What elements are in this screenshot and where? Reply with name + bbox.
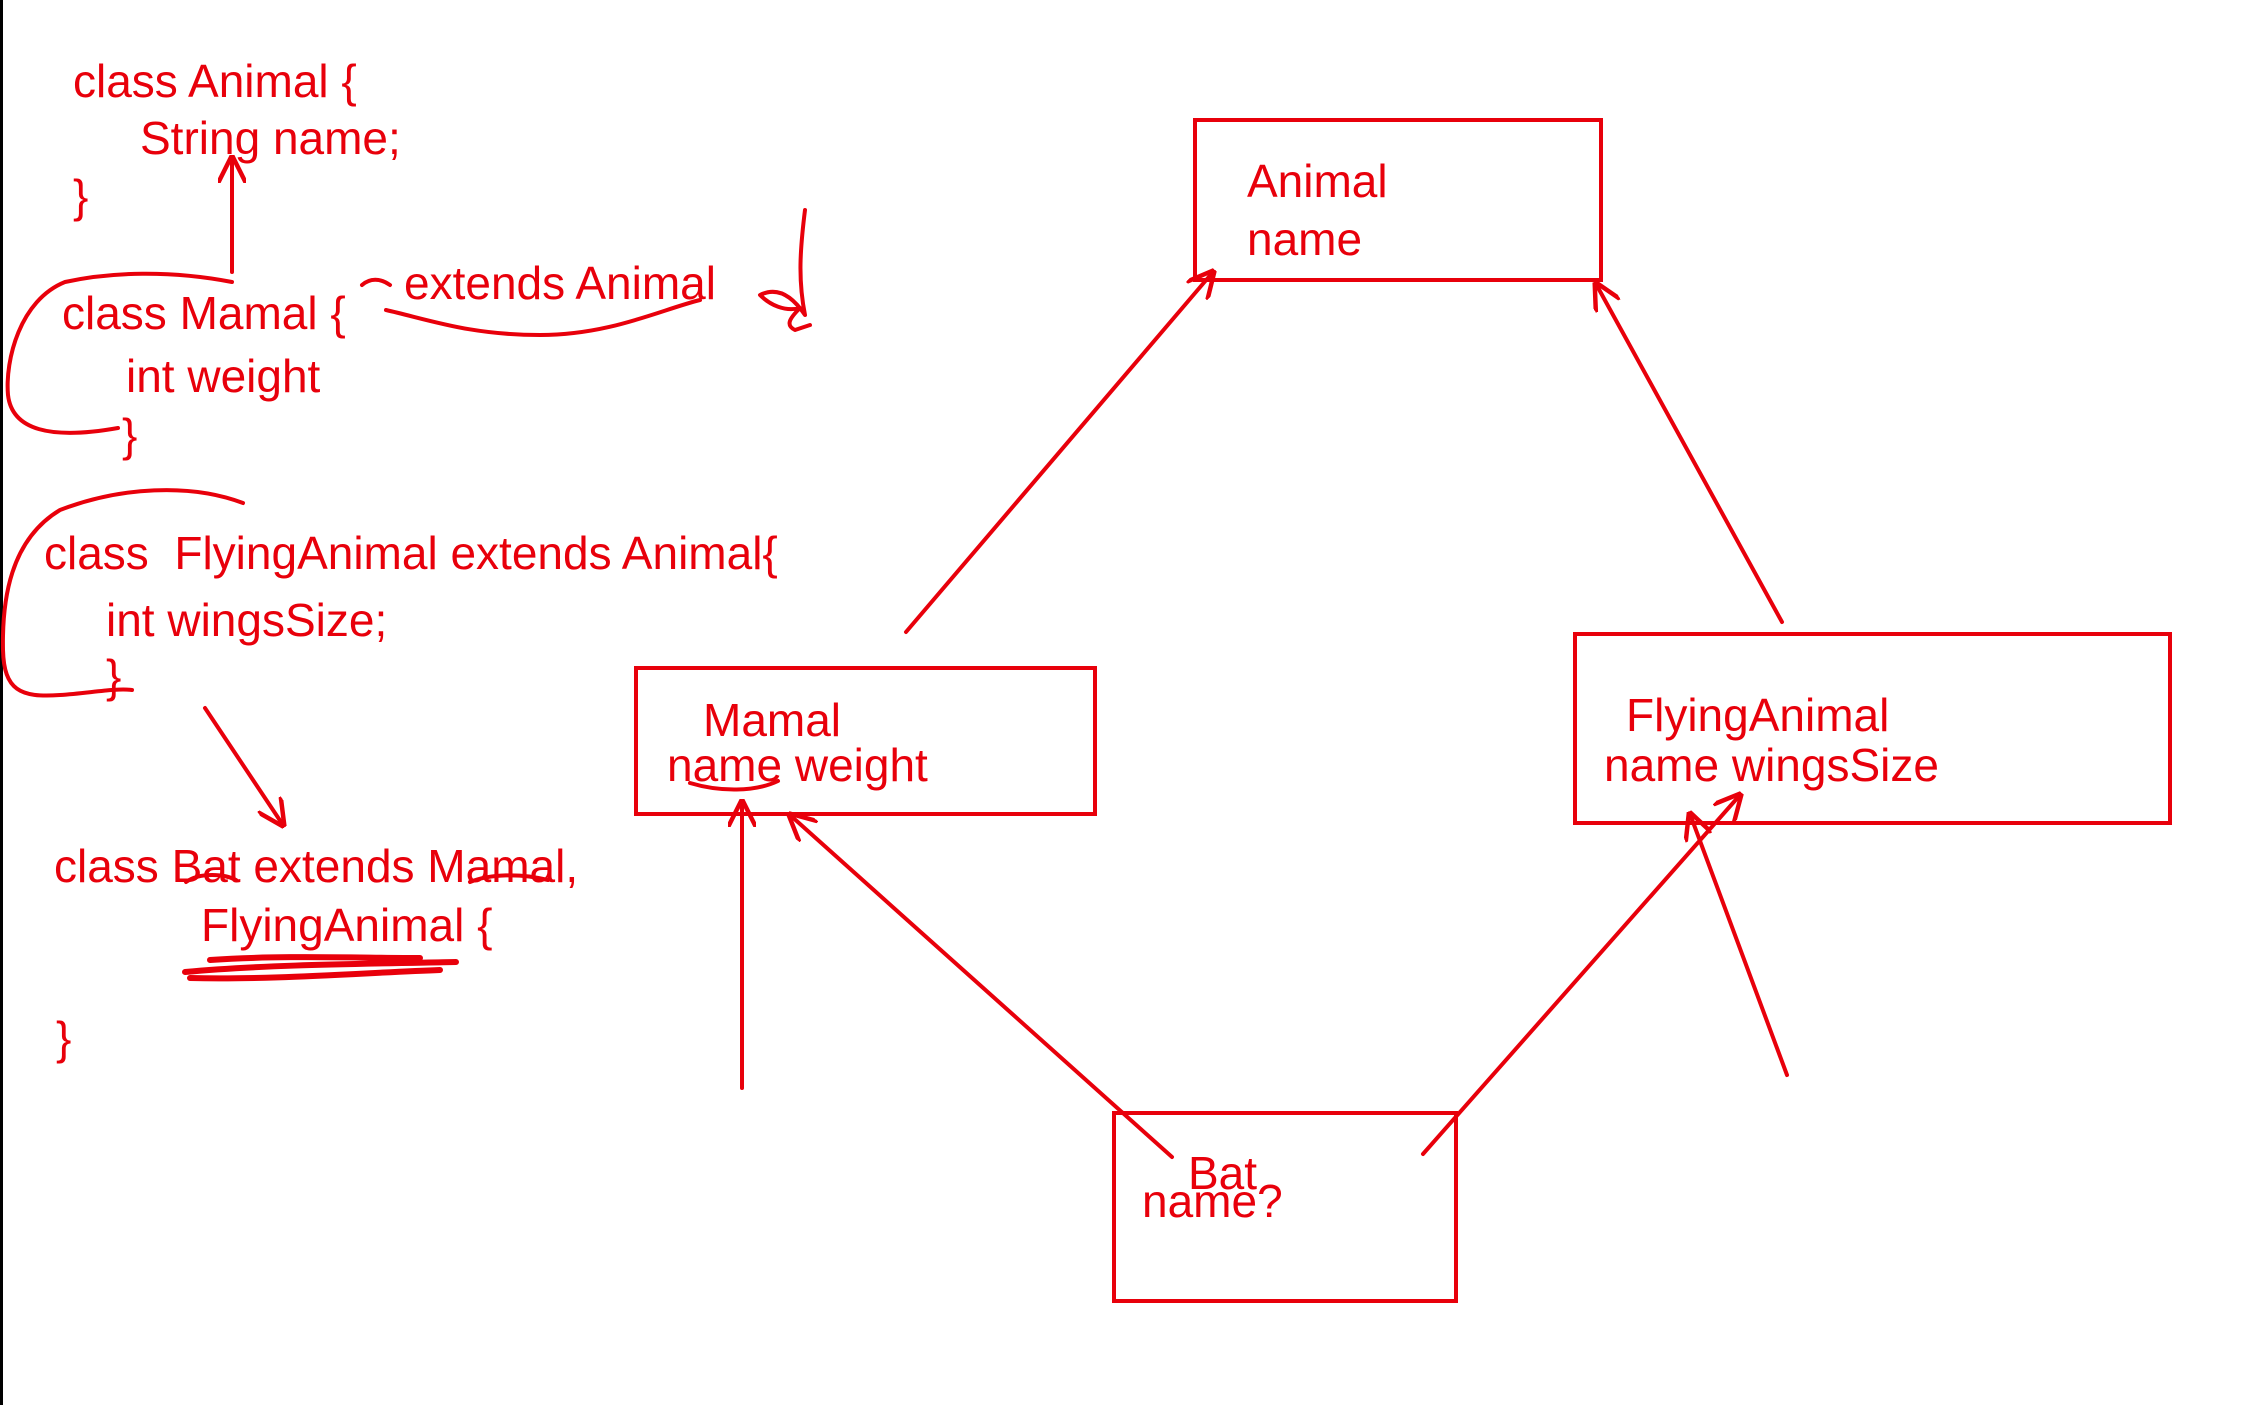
code-mamal-line1: class Mamal { <box>62 287 346 339</box>
mamal-box-fields: name weight <box>667 739 928 791</box>
arrow-up-to-flying <box>1690 814 1789 1077</box>
bat-box-title: Bat <box>1188 1147 1258 1199</box>
flyinganimal-box-title: FlyingAnimal <box>1626 689 1890 741</box>
code-flying-line3: } <box>106 650 122 702</box>
code-bat-line1: class Bat extends Mamal, <box>54 840 579 892</box>
bat-class-box <box>1112 1111 1458 1303</box>
flyinganimal-class-box <box>1573 632 2172 825</box>
code-animal-line1: class Animal { <box>73 55 357 107</box>
mamal-box-title: Mamal <box>703 694 842 746</box>
flyinganimal-scribble-underline <box>182 954 459 982</box>
code-animal-line3: } <box>73 170 89 222</box>
code-mamal-line2: int weight <box>126 350 321 402</box>
code-bat-line2: FlyingAnimal { <box>201 899 493 951</box>
arrow-flying-to-animal <box>1596 284 1784 624</box>
code-mamal-annotation: extends Animal <box>404 257 716 309</box>
code-animal-line2: String name; <box>140 112 401 164</box>
code-flying-line1: class FlyingAnimal extends Animal{ <box>44 527 778 579</box>
code-flying-lasso <box>0 488 245 698</box>
animal-class-box <box>1193 118 1603 282</box>
flyinganimal-box-fields: name wingsSize <box>1604 739 1939 791</box>
code-mamal-line3: } <box>122 409 138 461</box>
animal-box-field: name <box>1247 213 1363 265</box>
code-brace-connector <box>360 277 392 287</box>
code-arrow-to-bat <box>203 706 283 825</box>
code-extends-hook <box>758 208 812 332</box>
animal-box-title: Animal <box>1247 155 1388 207</box>
arrow-bat-to-flying <box>1421 795 1740 1156</box>
bat-box-field: name? <box>1142 1175 1283 1227</box>
left-edge-divider <box>0 0 3 1405</box>
code-bat-line3: } <box>56 1012 72 1064</box>
arrow-bat-to-mamal <box>790 815 1174 1159</box>
arrow-mamal-to-animal <box>904 272 1213 634</box>
code-flying-line2: int wingsSize; <box>106 594 388 646</box>
